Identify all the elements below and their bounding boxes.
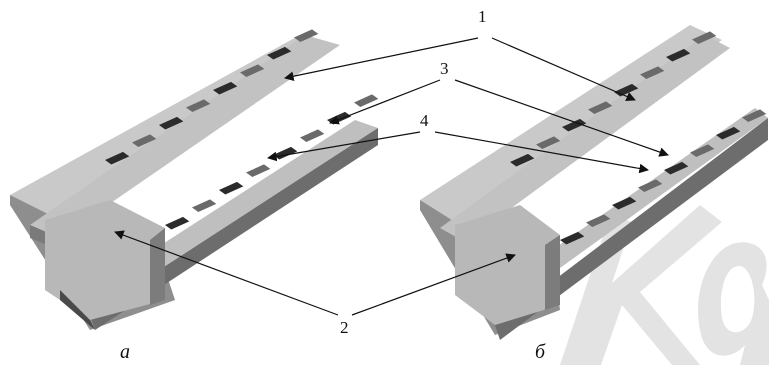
key-cap bbox=[354, 94, 379, 107]
key-cap bbox=[240, 64, 265, 77]
key-cap bbox=[716, 126, 741, 140]
key-cap bbox=[213, 81, 238, 95]
key-cap bbox=[562, 118, 587, 132]
assembly-b-lower-keys bbox=[560, 109, 767, 245]
key-cap bbox=[105, 151, 130, 165]
assembly-a-block-front bbox=[45, 200, 165, 320]
leader-lines bbox=[114, 37, 669, 316]
caption-a: а bbox=[120, 341, 130, 363]
key-cap bbox=[510, 153, 535, 167]
key-cap bbox=[612, 196, 637, 210]
leader-3-to-a bbox=[329, 79, 441, 125]
assembly-b bbox=[420, 25, 768, 340]
key-cap bbox=[692, 31, 717, 44]
key-cap bbox=[165, 216, 190, 230]
assembly-a-block-side bbox=[150, 228, 165, 305]
callout-label-3: 3 bbox=[440, 59, 449, 78]
key-cap bbox=[588, 101, 613, 114]
assembly-a-bottom-edge bbox=[60, 290, 95, 330]
key-cap bbox=[640, 66, 665, 79]
key-cap bbox=[294, 29, 319, 42]
assembly-a-upper-rail-top bbox=[30, 35, 340, 238]
key-cap bbox=[690, 144, 715, 157]
key-cap bbox=[159, 116, 184, 130]
assembly-b-block-side bbox=[545, 235, 560, 310]
key-cap bbox=[132, 134, 157, 147]
assembly-b-upper-keys bbox=[510, 31, 717, 167]
leader-2-to-a bbox=[114, 230, 339, 316]
assembly-a-upper-keys bbox=[105, 29, 319, 165]
leader-4-to-a bbox=[267, 131, 421, 162]
key-cap bbox=[219, 181, 244, 195]
watermark-logo bbox=[560, 205, 769, 365]
leader-2-to-b bbox=[351, 253, 516, 316]
callout-label-2: 2 bbox=[340, 318, 349, 337]
assembly-a bbox=[10, 29, 379, 330]
key-cap bbox=[192, 199, 217, 212]
assembly-b-upper-rail-top bbox=[440, 35, 730, 242]
assembly-a-lower-rail-top bbox=[130, 120, 378, 280]
callout-label-4: 4 bbox=[420, 111, 429, 130]
key-cap bbox=[666, 48, 691, 62]
key-cap bbox=[742, 109, 767, 122]
callout-label-1: 1 bbox=[478, 7, 487, 26]
key-cap bbox=[300, 129, 325, 142]
leader-3-to-b bbox=[454, 79, 669, 157]
key-cap bbox=[586, 214, 611, 227]
leader-4-to-b bbox=[434, 131, 649, 174]
key-cap bbox=[560, 231, 585, 245]
key-cap bbox=[536, 136, 561, 149]
key-cap bbox=[664, 161, 689, 175]
assembly-b-block-front bbox=[455, 205, 560, 325]
key-cap bbox=[246, 164, 271, 177]
leader-1-to-a bbox=[284, 37, 479, 81]
key-cap bbox=[267, 46, 292, 60]
key-cap bbox=[638, 179, 663, 192]
leader-1-to-b bbox=[491, 37, 636, 101]
key-cap bbox=[186, 99, 211, 112]
assembly-b-lower-rail-side bbox=[495, 118, 768, 340]
caption-b: б bbox=[535, 341, 546, 363]
